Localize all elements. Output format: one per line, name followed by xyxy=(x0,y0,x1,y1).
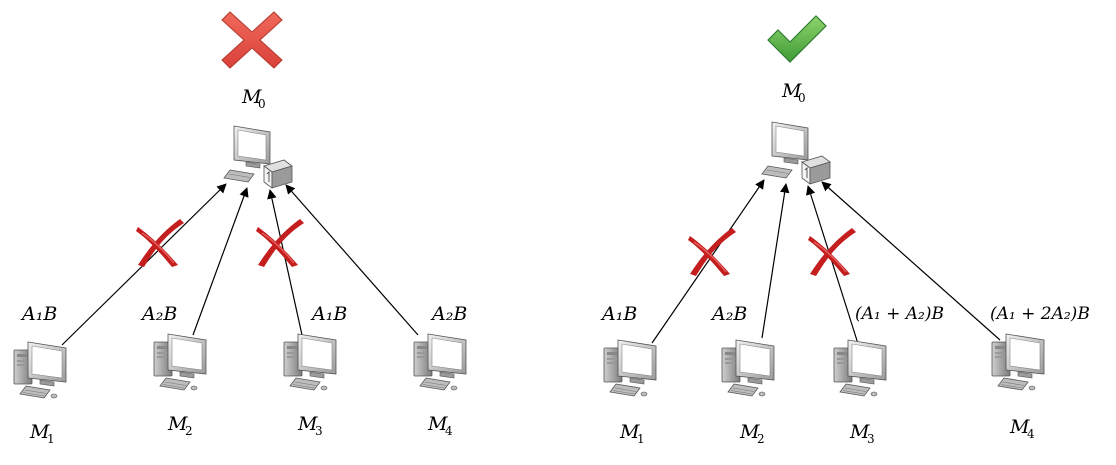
svg-text:M: M xyxy=(781,80,802,102)
svg-text:1: 1 xyxy=(47,432,55,446)
edge-m4-to-m0 xyxy=(821,181,1001,341)
blocked-mark xyxy=(255,218,305,268)
client-label: M 4 xyxy=(427,413,453,438)
svg-text:1: 1 xyxy=(637,432,645,446)
client-computer-icon xyxy=(833,339,887,397)
svg-text:M: M xyxy=(427,413,448,435)
client-label: M 2 xyxy=(739,421,765,446)
edge-m3-to-m0 xyxy=(267,189,303,336)
right-panel: M 0 A₁B A₂B (A₁ + A₂)B (A₁ + 2A₂)B M 1 xyxy=(600,15,1090,446)
client-computer-icon xyxy=(283,333,337,391)
svg-text:4: 4 xyxy=(445,424,453,438)
svg-text:M: M xyxy=(167,413,188,435)
client-label: M 2 xyxy=(167,413,193,438)
svg-text:0: 0 xyxy=(798,91,806,105)
server-computer-icon xyxy=(223,125,293,189)
svg-text:4: 4 xyxy=(1027,427,1035,441)
svg-text:2: 2 xyxy=(757,432,765,446)
svg-text:2: 2 xyxy=(185,424,193,438)
svg-text:3: 3 xyxy=(315,424,323,438)
edge-m3-to-m0 xyxy=(806,185,861,351)
client-computer-icon xyxy=(603,339,657,397)
svg-text:M: M xyxy=(1009,416,1030,438)
edge-m4-to-m0 xyxy=(285,184,419,336)
server-label: M 0 xyxy=(241,86,266,111)
svg-text:M: M xyxy=(297,413,318,435)
svg-text:M: M xyxy=(241,86,262,108)
server-label: M 0 xyxy=(781,80,806,105)
message-label: (A₁ + A₂)B xyxy=(855,304,944,324)
client-computer-icon xyxy=(413,333,467,391)
left-panel: M 0 A₁B A₂B A₁B A₂B M 1 M 2 xyxy=(13,11,467,446)
svg-text:M: M xyxy=(29,421,50,443)
client-label: M 1 xyxy=(29,421,55,446)
message-label: A₂B xyxy=(710,303,747,325)
edge-m2-to-m0 xyxy=(192,187,249,336)
client-computer-icon xyxy=(991,333,1045,391)
svg-text:0: 0 xyxy=(258,97,266,111)
svg-text:M: M xyxy=(619,421,640,443)
edge-m2-to-m0 xyxy=(761,183,790,339)
client-computer-icon xyxy=(13,341,67,399)
message-label: A₂B xyxy=(430,303,467,325)
message-label: A₁B xyxy=(20,303,57,325)
client-computer-icon xyxy=(721,339,775,397)
blocked-mark xyxy=(135,218,185,268)
blocked-mark xyxy=(807,227,857,277)
server-computer-icon xyxy=(761,121,831,185)
green-check-icon xyxy=(767,15,827,63)
blocked-mark xyxy=(687,227,737,277)
client-label: M 3 xyxy=(297,413,323,438)
svg-text:3: 3 xyxy=(867,432,875,446)
client-label: M 4 xyxy=(1009,416,1035,441)
message-label: A₁B xyxy=(600,303,637,325)
red-cross-icon xyxy=(221,11,283,69)
message-label: (A₁ + 2A₂)B xyxy=(990,304,1090,324)
client-computer-icon xyxy=(153,333,207,391)
svg-text:M: M xyxy=(739,421,760,443)
message-label: A₁B xyxy=(310,303,347,325)
client-label: M 1 xyxy=(619,421,645,446)
client-label: M 3 xyxy=(849,421,875,446)
svg-text:M: M xyxy=(849,421,870,443)
edge-m1-to-m0 xyxy=(651,179,765,344)
message-label: A₂B xyxy=(140,303,177,325)
